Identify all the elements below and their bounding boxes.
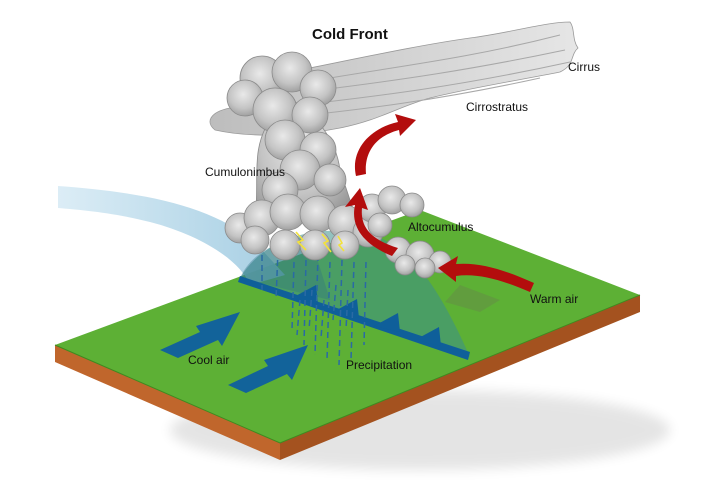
precipitation-label: Precipitation [346, 358, 413, 372]
cirrostratus-label: Cirrostratus [466, 100, 529, 114]
ground-front-face [55, 345, 280, 460]
cirrus-label: Cirrus [568, 60, 600, 74]
cool-air-label: Cool air [188, 353, 230, 367]
altocumulus-label: Altocumulus [408, 220, 474, 234]
precipitation-streaks [261, 249, 367, 366]
warm-air-upper-arrow [354, 114, 416, 176]
cold-air-band [58, 186, 285, 285]
warm-air-label: Warm air [530, 292, 579, 306]
cumulonimbus-label: Cumulonimbus [205, 165, 286, 179]
ground-right-face [280, 295, 640, 460]
cumulonimbus-cloud [226, 51, 356, 221]
diagram-title: Cold Front [312, 26, 388, 43]
lightning-bolts [295, 231, 345, 253]
cool-air-arrows [160, 312, 308, 393]
warm-air-rising-arrow [345, 188, 398, 256]
warm-air-shadow [445, 285, 500, 312]
altocumulus-cloud [357, 185, 452, 279]
warm-air-inflow-arrow [438, 256, 534, 292]
